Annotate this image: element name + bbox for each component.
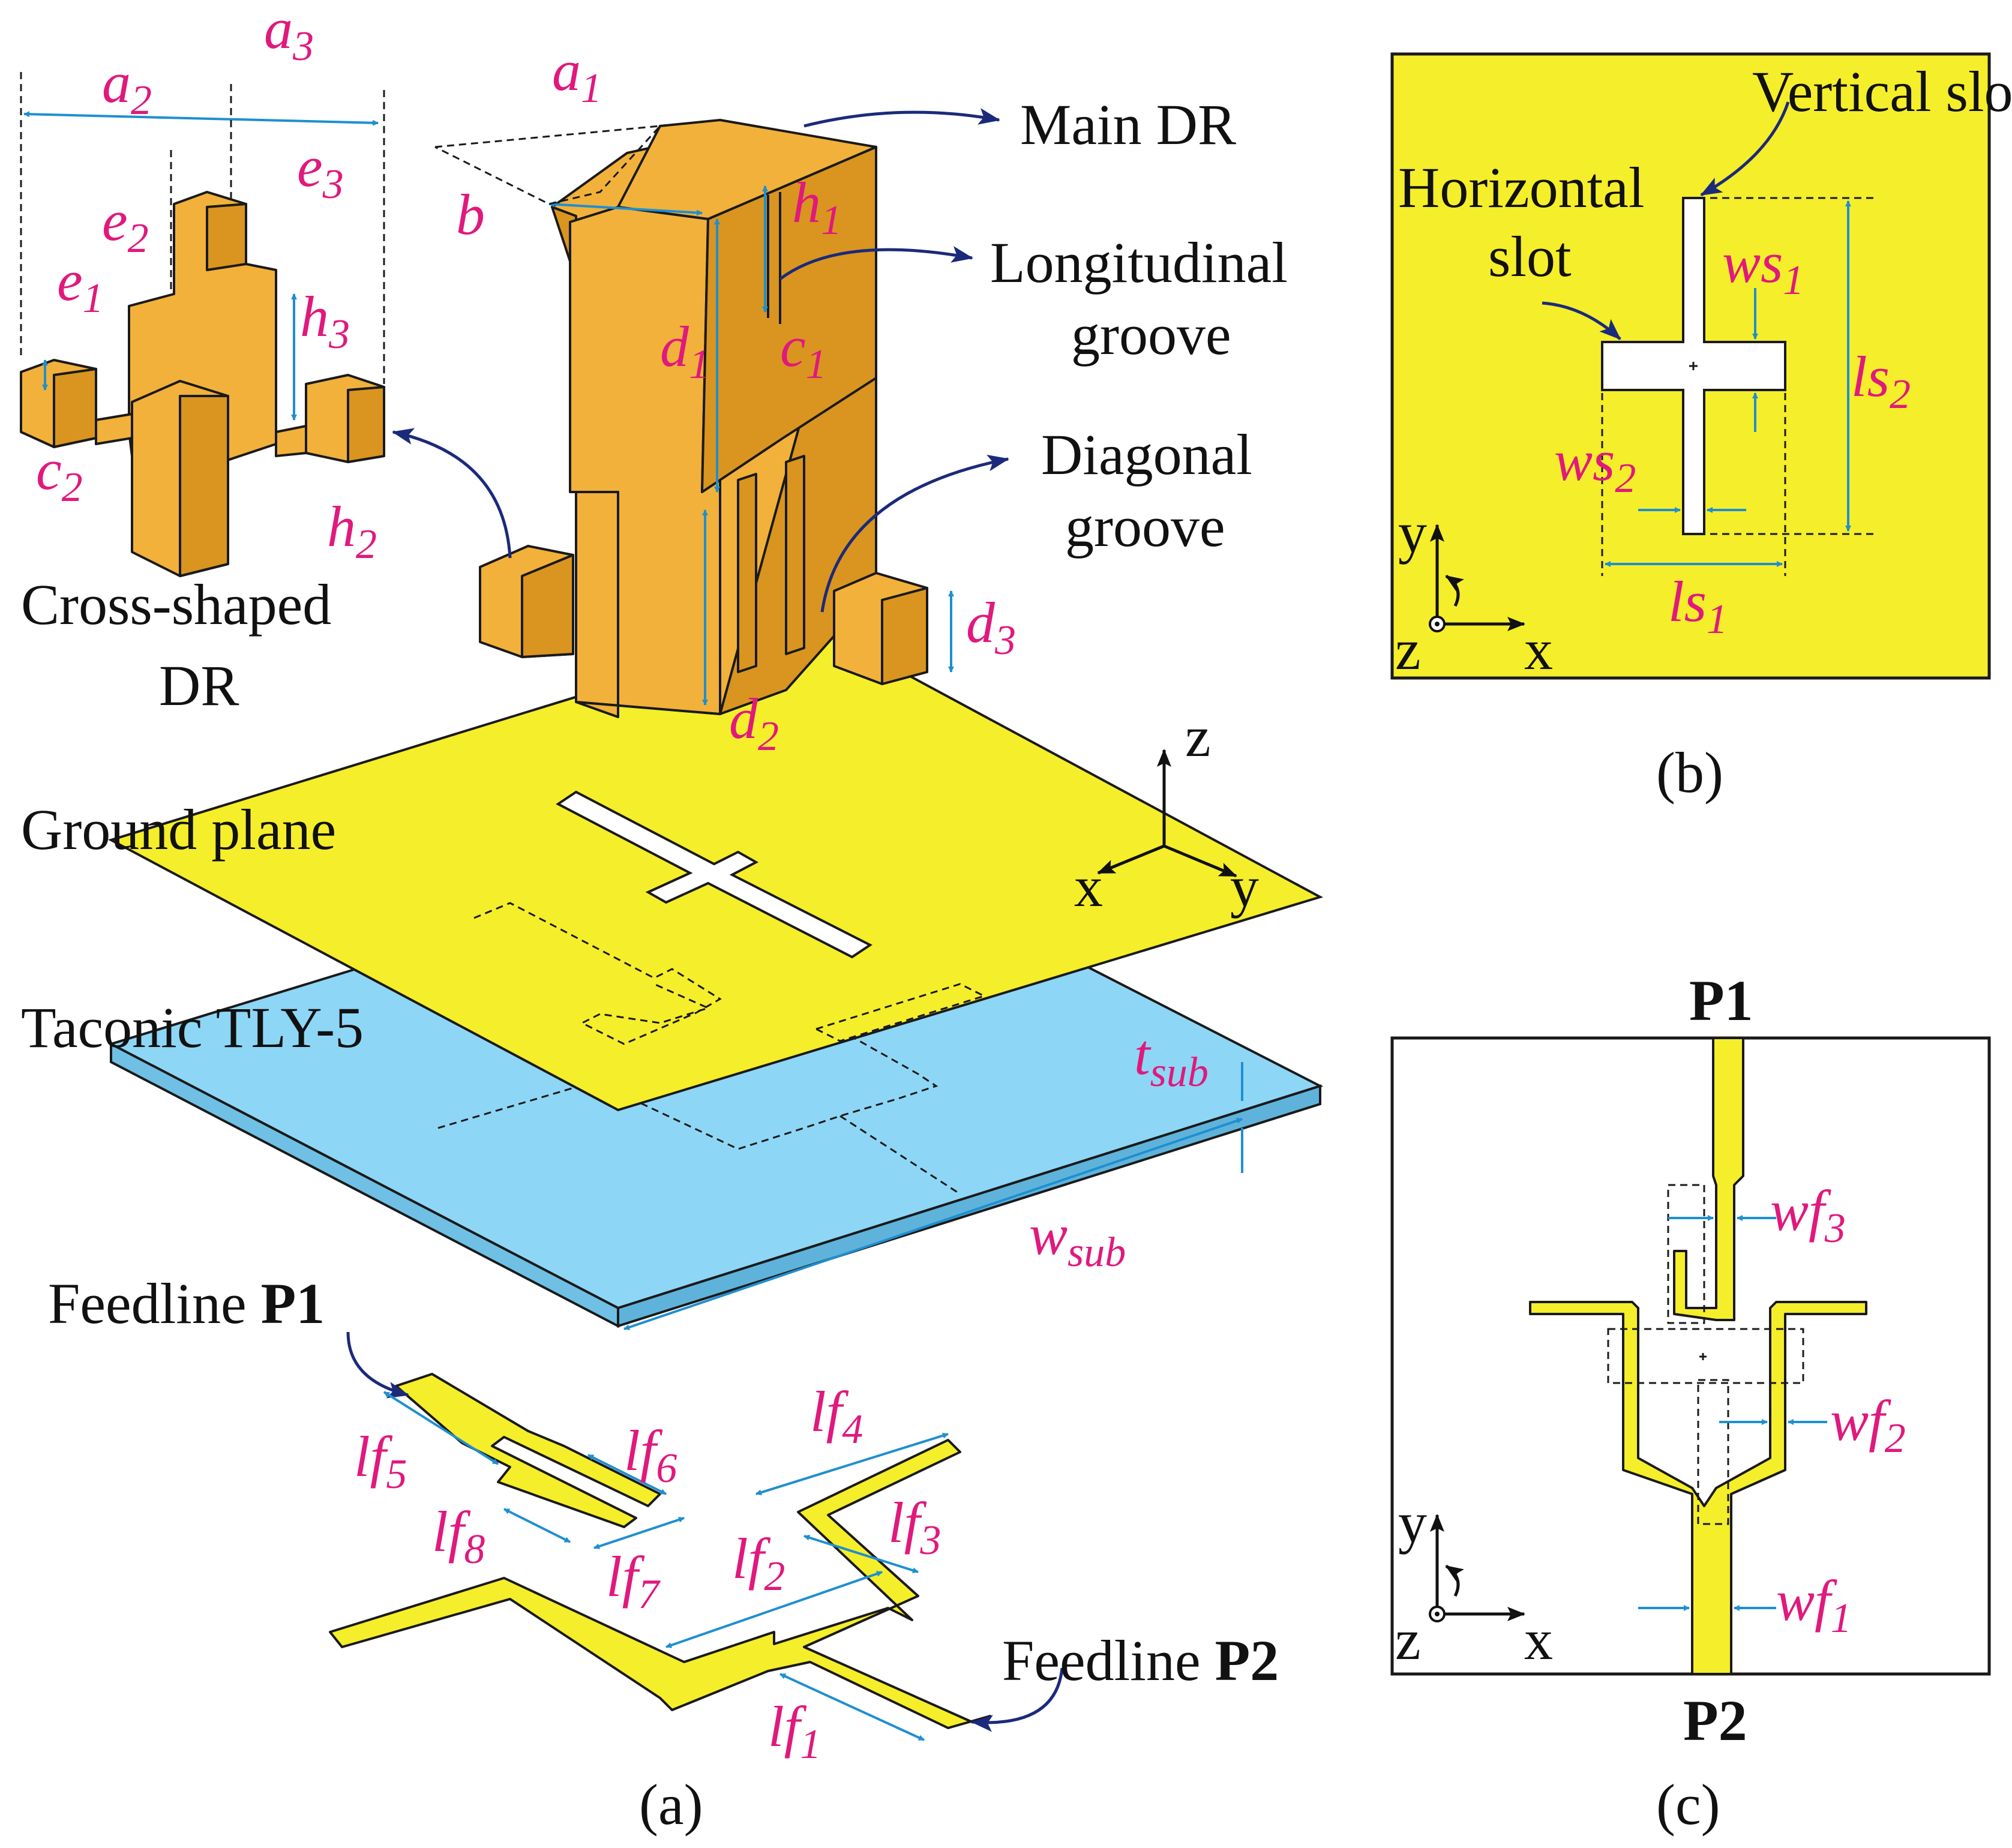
param-wf2: wf2 xyxy=(1830,1388,1906,1462)
axis-y-label: y xyxy=(1230,854,1259,919)
feedline-p1-label: Feedline P1 xyxy=(48,1271,325,1336)
longitudinal-groove-label-1: Longitudinal xyxy=(990,230,1288,295)
dimension-lines-a xyxy=(23,111,1243,1741)
param-a1: a1 xyxy=(552,38,602,112)
diagonal-groove-label-1: Diagonal xyxy=(1041,422,1252,487)
ground-plane-label: Ground plane xyxy=(21,797,336,862)
param-ws2: ws2 xyxy=(1554,428,1636,502)
caption-b: (b) xyxy=(1656,740,1723,805)
axis-x-label-c: x xyxy=(1524,1607,1553,1672)
param-ls1: ls1 xyxy=(1668,569,1728,643)
horizontal-slot-label-1: Horizontal xyxy=(1398,155,1645,220)
axis-y-label-c: y xyxy=(1398,1490,1427,1555)
caption-a: (a) xyxy=(639,1772,703,1837)
feedline-p2-label: Feedline P2 xyxy=(1002,1628,1279,1693)
param-lf1: lf1 xyxy=(768,1694,821,1768)
param-c2: c2 xyxy=(36,437,83,511)
port-p1-label: P1 xyxy=(1689,968,1753,1033)
param-h1: h1 xyxy=(792,170,842,244)
param-lf5: lf5 xyxy=(354,1424,407,1498)
param-b: b xyxy=(456,182,485,247)
param-lf8: lf8 xyxy=(432,1499,485,1573)
param-d1: d1 xyxy=(660,314,710,388)
param-c1: c1 xyxy=(780,314,827,388)
axis-x-label: x xyxy=(1074,854,1103,919)
param-lf3: lf3 xyxy=(888,1490,941,1564)
main-dr xyxy=(479,119,928,718)
param-ws1: ws1 xyxy=(1722,230,1804,304)
caption-c: (c) xyxy=(1656,1772,1720,1837)
axis-z-label-c: z xyxy=(1395,1607,1421,1672)
param-e2: e2 xyxy=(102,188,149,262)
param-wf3: wf3 xyxy=(1770,1178,1846,1252)
param-d2: d2 xyxy=(729,686,779,760)
panel-c: P1 P2 wf3 wf2 wf1 y x z (c) xyxy=(1390,968,1991,1837)
param-labels-a: a2 a3 a1 b e3 e2 e1 h3 c2 h2 h1 d1 c1 d3… xyxy=(36,0,1209,1768)
feed-u-section xyxy=(1529,1301,1867,1675)
vertical-slot-label: Vertical slot xyxy=(1752,59,2012,124)
param-tsub: tsub xyxy=(1134,1022,1209,1096)
feed-network-top-view xyxy=(1673,1037,1744,1321)
param-ls2: ls2 xyxy=(1851,344,1911,418)
longitudinal-groove-label-2: groove xyxy=(1071,302,1231,367)
param-wsub: wsub xyxy=(1029,1202,1126,1276)
cross-dr-label-2: DR xyxy=(159,653,239,718)
param-lf7: lf7 xyxy=(606,1544,661,1618)
axis-x-label-b: x xyxy=(1524,617,1553,682)
param-lf2: lf2 xyxy=(732,1526,785,1600)
param-lf6: lf6 xyxy=(624,1418,677,1492)
diagonal-groove-label-2: groove xyxy=(1065,494,1225,559)
ground-plane xyxy=(107,622,1324,1112)
param-a3: a3 xyxy=(264,0,314,70)
param-wf1: wf1 xyxy=(1776,1568,1852,1642)
param-d3: d3 xyxy=(966,590,1016,664)
param-h3: h3 xyxy=(300,284,350,358)
param-lf4: lf4 xyxy=(810,1379,863,1453)
param-h2: h2 xyxy=(327,494,377,568)
horizontal-slot-label-2: slot xyxy=(1488,224,1572,289)
substrate-label: Taconic TLY-5 xyxy=(21,995,364,1060)
axis-y-label-b: y xyxy=(1398,500,1427,565)
cross-shaped-dr xyxy=(20,191,385,577)
feed-view-frame xyxy=(1390,1036,1991,1676)
panel-b: Vertical slot Horizontal slot ws1 ls2 ws… xyxy=(1390,52,2012,805)
axes-a: z x y xyxy=(1074,704,1259,919)
ground-cross-slot xyxy=(556,790,872,959)
panel-a: z x y Main DR Longitudinal groove Diagon… xyxy=(20,0,1324,1837)
axes-b: y x z xyxy=(1395,500,1553,682)
param-e3: e3 xyxy=(297,134,344,208)
main-dr-label: Main DR xyxy=(1020,92,1236,157)
param-e1: e1 xyxy=(57,248,104,322)
axes-c: y x z xyxy=(1395,1490,1553,1672)
guide-lines-a xyxy=(20,72,662,384)
cross-dr-label-1: Cross-shaped xyxy=(21,572,331,637)
axis-z-label-b: z xyxy=(1395,617,1421,682)
port-p2-label: P2 xyxy=(1683,1688,1747,1753)
param-a2: a2 xyxy=(102,50,152,124)
axis-z-label: z xyxy=(1185,704,1211,769)
